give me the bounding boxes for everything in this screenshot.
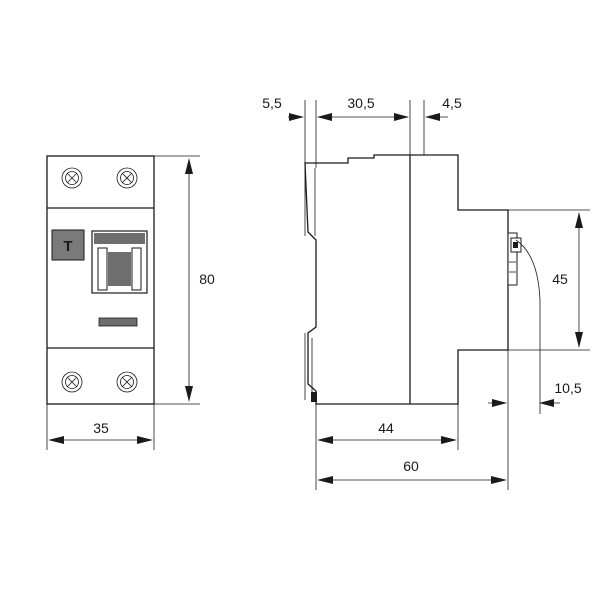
toggle-handle xyxy=(91,230,148,294)
width-dimension xyxy=(46,404,155,450)
height-dimension xyxy=(154,155,200,405)
dim-5-5-label: 5,5 xyxy=(262,95,282,111)
height-45-dimension xyxy=(508,209,590,351)
offset-10-5-label: 10,5 xyxy=(554,380,581,396)
side-body-outline xyxy=(304,154,509,405)
test-button xyxy=(51,229,85,261)
height-45-label: 45 xyxy=(552,271,568,287)
status-indicator xyxy=(98,317,138,327)
top-right-screw-icon xyxy=(116,167,138,189)
bottom-right-screw-icon xyxy=(116,371,138,393)
side-view: 5,5 30,5 4,5 45 10,5 xyxy=(262,95,590,490)
dim-30-5-label: 30,5 xyxy=(347,95,374,111)
dim-4-5-arrows xyxy=(425,113,448,121)
dim-30-5-arrows xyxy=(318,113,409,121)
depth-44-dimension xyxy=(317,436,457,444)
bottom-extension-lines xyxy=(315,350,509,490)
front-view: T 80 35 xyxy=(46,155,215,450)
dim-4-5-label: 4,5 xyxy=(442,95,462,111)
depth-60-label: 60 xyxy=(403,458,419,474)
top-extension-lines xyxy=(304,100,425,168)
bottom-left-screw-icon xyxy=(61,371,83,393)
depth-44-label: 44 xyxy=(378,420,394,436)
toggle-lever xyxy=(507,232,541,301)
test-button-label: T xyxy=(63,238,72,255)
rail-latch xyxy=(311,392,317,402)
top-left-screw-icon xyxy=(61,167,83,189)
width-label: 35 xyxy=(93,420,109,436)
front-body-outline xyxy=(46,155,155,405)
height-label: 80 xyxy=(199,271,215,287)
depth-60-dimension xyxy=(317,476,507,484)
offset-10-5-dimension xyxy=(488,300,560,414)
